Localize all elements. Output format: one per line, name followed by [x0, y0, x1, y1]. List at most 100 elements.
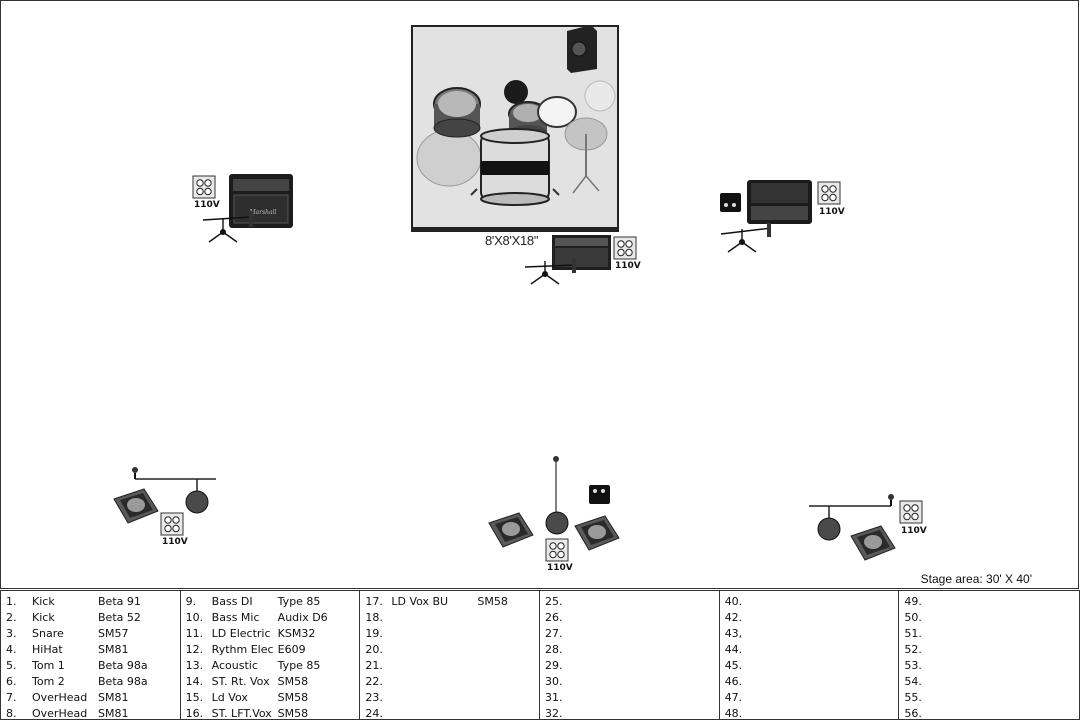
source-name: ST. LFT.Vox	[211, 706, 272, 720]
source-name: ST. Rt. Vox	[211, 674, 270, 688]
power-label: 110V	[194, 200, 220, 210]
input-list-column: 49.50.51.52.53.54.55.56.	[899, 591, 1079, 720]
input-list-row: 42.	[720, 609, 899, 625]
mic-model: KSM32	[277, 626, 316, 640]
source-name: LD Electric	[211, 626, 271, 640]
stage-area-label: Stage area: 30' X 40'	[920, 572, 1032, 586]
mic-model: Beta 91	[98, 594, 141, 608]
channel-number: 23.	[365, 690, 383, 704]
riser-size-label: 8'X8'X18"	[485, 233, 539, 248]
input-list-row: 18.	[360, 609, 539, 625]
channel-number: 5.	[6, 658, 17, 672]
input-list-row: 4. HiHat SM81	[1, 641, 180, 657]
input-list-row: 48.	[720, 705, 899, 721]
input-list-row: 20.	[360, 641, 539, 657]
input-list-row: 27.	[540, 625, 719, 641]
input-list-row: 19.	[360, 625, 539, 641]
source-name: OverHead	[32, 706, 88, 720]
input-list-row: 31.	[540, 689, 719, 705]
mic-model: Beta 98a	[98, 658, 148, 672]
input-list-row: 54.	[899, 673, 1079, 689]
channel-number: 12.	[185, 642, 204, 656]
input-list-row: 21.	[360, 657, 539, 673]
input-list-row: 46.	[720, 673, 899, 689]
mic-model: Type 85	[277, 594, 321, 608]
channel-number: 26.	[545, 610, 563, 624]
input-list-row: 45.	[720, 657, 899, 673]
input-list-row: 24.	[360, 705, 539, 721]
input-list-row: 47.	[720, 689, 899, 705]
channel-number: 30.	[545, 674, 563, 688]
power-label: 110V	[615, 261, 641, 271]
source-name: Acoustic	[211, 658, 258, 672]
channel-number: 11.	[185, 626, 204, 640]
channel-number: 29.	[545, 658, 563, 672]
stage-diagram: Marshall	[113, 25, 923, 562]
guitar-amp-right	[720, 180, 841, 253]
channel-number: 17.	[365, 594, 383, 608]
channel-number: 52.	[904, 642, 922, 656]
channel-number: 28.	[545, 642, 563, 656]
channel-number: 54.	[904, 674, 922, 688]
channel-number: 4.	[6, 642, 17, 656]
input-list-row: 55.	[899, 689, 1079, 705]
input-list-row: 53.	[899, 657, 1079, 673]
input-list-row: 51.	[899, 625, 1079, 641]
floor-tom-icon	[433, 87, 481, 138]
channel-number: 3.	[6, 626, 17, 640]
channel-number: 24.	[365, 706, 383, 720]
mic-model: SM58	[277, 690, 309, 704]
input-list-row: 25.	[540, 593, 719, 609]
channel-number: 9.	[185, 594, 197, 608]
crash-cymbal-icon	[416, 129, 482, 187]
input-list-row: 50.	[899, 609, 1079, 625]
source-name: Tom 2	[32, 674, 65, 688]
source-name: Kick	[32, 594, 55, 608]
mic-model: Beta 98a	[98, 674, 148, 688]
channel-number: 18.	[365, 610, 383, 624]
source-name: Snare	[32, 626, 64, 640]
mic-model: SM81	[98, 642, 129, 656]
vocal-position-left	[113, 467, 216, 536]
channel-number: 27.	[545, 626, 563, 640]
input-list-row: 32.	[540, 705, 719, 721]
power-label: 110V	[547, 563, 573, 573]
vocal-position-right	[809, 494, 923, 561]
input-list-row: 29.	[540, 657, 719, 673]
source-name: OverHead	[32, 690, 88, 704]
snare-drum-icon	[537, 96, 577, 128]
input-list-row: 22.	[360, 673, 539, 689]
source-name: Bass DI	[211, 594, 253, 608]
source-name: LD Vox BU	[391, 594, 449, 608]
input-list-row: 52.	[899, 641, 1079, 657]
channel-number: 22.	[365, 674, 383, 688]
channel-number: 44.	[724, 642, 743, 656]
input-list-row: 23.	[360, 689, 539, 705]
power-label: 110V	[819, 207, 845, 217]
channel-number: 8.	[6, 706, 17, 720]
source-name: Bass Mic	[211, 610, 260, 624]
input-list-row: 40.	[720, 593, 899, 609]
channel-number: 13.	[185, 658, 204, 672]
channel-number: 50.	[904, 610, 922, 624]
input-list-column: 40.42.43,44.45.46.47.48.	[720, 591, 900, 721]
svg-text:Marshall: Marshall	[249, 209, 277, 216]
channel-number: 32.	[545, 706, 563, 720]
source-name: HiHat	[32, 642, 63, 656]
channel-number: 42.	[724, 610, 743, 624]
input-list-row: 30.	[540, 673, 719, 689]
mic-model: Audix D6	[277, 610, 328, 624]
channel-number: 19.	[365, 626, 383, 640]
